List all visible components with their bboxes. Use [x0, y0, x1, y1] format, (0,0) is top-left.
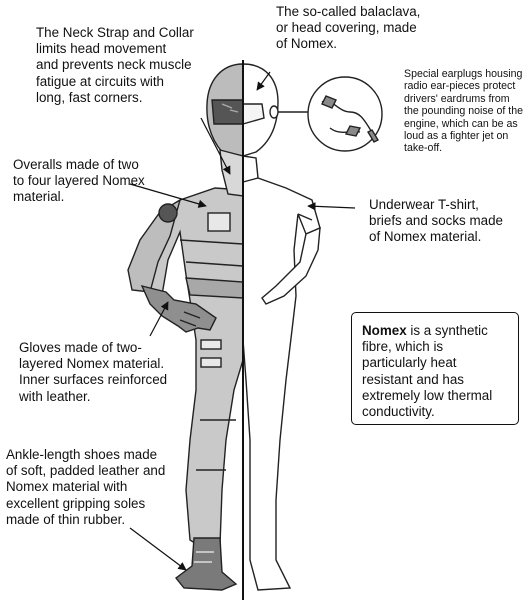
pointer-lines: [129, 71, 356, 571]
neck-collar: [219, 149, 244, 197]
glove: [140, 284, 217, 333]
nomex-term: Nomex: [362, 323, 407, 338]
shoes-label: Ankle-length shoes made of soft, padded …: [6, 447, 166, 527]
balaclava-label: The so-called balaclava, or head coverin…: [276, 4, 421, 52]
underwear-half: [242, 63, 321, 591]
shoe: [175, 537, 238, 591]
earplug-inset: [278, 76, 383, 152]
neck-strap-label: The Neck Strap and Collar limits head mo…: [36, 25, 194, 105]
shoes-pointer: [129, 527, 187, 571]
overalls-pointer: [129, 183, 207, 208]
overalls-label: Overalls made of two to four layered Nom…: [13, 157, 145, 205]
underwear-label: Underwear T-shirt, briefs and socks made…: [369, 197, 503, 245]
nomex-definition: is a synthetic fibre, which is particula…: [362, 323, 493, 420]
gloves-pointer: [149, 301, 169, 337]
nomex-info-box: Nomex is a synthetic fibre, which is par…: [351, 312, 519, 425]
earplugs-label: Special earplugs housing radio ear-piece…: [404, 68, 523, 155]
balaclava-pointer: [256, 71, 271, 91]
gloves-label: Gloves made of two- layered Nomex materi…: [19, 340, 168, 404]
neck-pointer: [200, 117, 231, 175]
helmet: [206, 63, 244, 157]
underwear-pointer: [307, 202, 356, 211]
overalls-half: [127, 187, 244, 546]
